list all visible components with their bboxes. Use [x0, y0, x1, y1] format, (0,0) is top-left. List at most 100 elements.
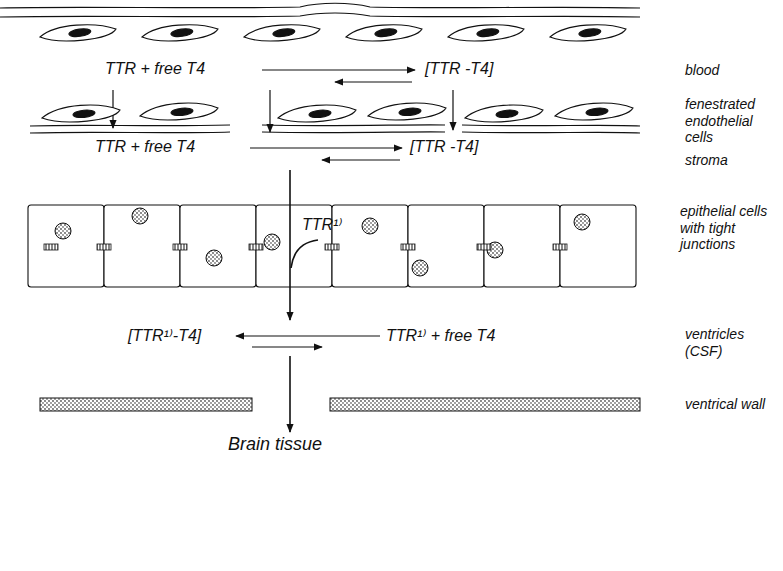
- fenestrated-cell-row: [555, 103, 633, 120]
- endothelial-cell-row: [550, 25, 626, 41]
- transport-arrow: [289, 356, 291, 432]
- transport-arrow: [291, 240, 318, 268]
- fenestrated-cell-row: [399, 107, 422, 116]
- layer-label: epithelial cells with tight junctions: [680, 203, 780, 253]
- fenestrated-cell-row: [42, 103, 633, 122]
- endothelial-cell-row: [244, 25, 320, 41]
- tight-junction: [97, 244, 111, 250]
- fenestrated-cell-row: [309, 109, 332, 118]
- equilibrium-arrows: [322, 159, 400, 160]
- endothelial-cell-row: [578, 28, 601, 38]
- fenestrated-cell-row: [278, 105, 356, 122]
- fenestrated-cell-row: [73, 109, 96, 118]
- vessel-wall: [0, 3, 640, 8]
- epithelial-cell-row: [332, 205, 408, 287]
- basement-membrane: [30, 125, 640, 126]
- vessel-wall: [0, 13, 640, 17]
- epithelial-cell-row: [408, 205, 484, 287]
- fenestrated-cell-row: [368, 103, 446, 120]
- fenestrated-cell-row: [586, 107, 609, 116]
- endothelial-cell-row: [272, 28, 295, 38]
- fenestrated-cell-row: [140, 103, 218, 120]
- equilibrium-arrows: [262, 69, 415, 70]
- tight-junction: [44, 244, 58, 250]
- tight-junction: [44, 244, 567, 250]
- endothelial-cell-row: [142, 25, 218, 41]
- fenestrated-cell-row: [278, 105, 356, 122]
- transport-arrow: [289, 356, 291, 432]
- protein-label: TTR¹⁾: [302, 216, 342, 235]
- endothelial-cell-row: [170, 28, 193, 38]
- tight-junction: [477, 244, 491, 250]
- endothelial-cell-row: [448, 25, 524, 41]
- tight-junction: [173, 244, 187, 250]
- epithelial-cell-row: [104, 205, 180, 287]
- equilibrium-arrows: [252, 346, 322, 347]
- complex-term: [TTR¹⁾-T4]: [128, 327, 201, 346]
- cell-nucleus: [55, 223, 71, 239]
- tight-junction: [553, 244, 567, 250]
- endothelial-cell-row: [40, 25, 116, 41]
- endothelial-cell-row: [346, 25, 422, 41]
- complex-term: [TTR -T4]: [425, 60, 493, 79]
- epithelial-cell-row: [180, 205, 256, 287]
- cell-nucleus: [132, 208, 148, 224]
- equilibrium-arrows: [236, 335, 380, 336]
- endothelial-cell-row: [142, 25, 218, 41]
- layer-label: fenestrated endothelial cells: [685, 96, 775, 146]
- passage-arrows: [452, 90, 453, 130]
- equilibrium-arrows: [250, 147, 402, 148]
- cell-nucleus: [574, 214, 590, 230]
- layer-label: ventrical wall: [685, 396, 783, 413]
- ventricle-wall: [40, 398, 252, 411]
- fenestrated-cell-row: [42, 105, 120, 122]
- endothelial-cell-row: [374, 28, 397, 38]
- equilibrium-arrows: [335, 81, 412, 82]
- equilibrium-arrows: [262, 70, 415, 82]
- fenestrated-cell-row: [496, 109, 519, 118]
- cell-nucleus: [412, 260, 428, 276]
- tight-junction: [249, 244, 263, 250]
- fenestrated-cell-row: [171, 107, 194, 116]
- epithelial-cell-row: [560, 205, 636, 287]
- tight-junction: [325, 244, 339, 250]
- layer-label: blood: [685, 62, 780, 79]
- cell-nucleus: [362, 218, 378, 234]
- epithelial-cell-row: [484, 205, 560, 287]
- fenestrated-cell-row: [465, 105, 543, 122]
- cell-nucleus: [264, 234, 280, 250]
- endothelial-cell-row: [40, 25, 116, 41]
- reaction-term: TTR¹⁾ + free T4: [386, 327, 495, 346]
- equilibrium-arrows: [250, 148, 402, 160]
- endothelial-cell-row: [244, 25, 320, 41]
- fenestrated-cell-row: [465, 105, 543, 122]
- cell-nucleus: [55, 208, 590, 276]
- endothelial-cell-row: [550, 25, 626, 41]
- equilibrium-arrows: [236, 336, 380, 347]
- cell-nucleus: [206, 250, 222, 266]
- basement-membrane: [30, 125, 640, 133]
- ventricle-wall: [40, 398, 640, 411]
- layer-label: ventricles (CSF): [685, 326, 765, 359]
- endothelial-cell-row: [448, 25, 524, 41]
- endothelial-cell-row: [40, 25, 626, 41]
- reaction-term: TTR + free T4: [105, 60, 205, 79]
- fenestrated-cell-row: [140, 103, 218, 120]
- endothelial-cell-row: [476, 28, 499, 38]
- fenestrated-cell-row: [555, 103, 633, 120]
- transport-arrow: [289, 170, 291, 320]
- target-label: Brain tissue: [228, 434, 322, 455]
- tight-junction: [401, 244, 415, 250]
- layer-label: stroma: [685, 152, 780, 169]
- reaction-term: TTR + free T4: [95, 138, 195, 157]
- vessel-wall: [0, 3, 640, 17]
- endothelial-cell-row: [68, 28, 91, 38]
- basement-membrane: [30, 132, 640, 133]
- epithelial-cell-row: [28, 205, 104, 287]
- fenestrated-cell-row: [42, 105, 120, 122]
- fenestrated-cell-row: [368, 103, 446, 120]
- transport-arrow: [290, 170, 318, 320]
- complex-term: [TTR -T4]: [410, 138, 478, 157]
